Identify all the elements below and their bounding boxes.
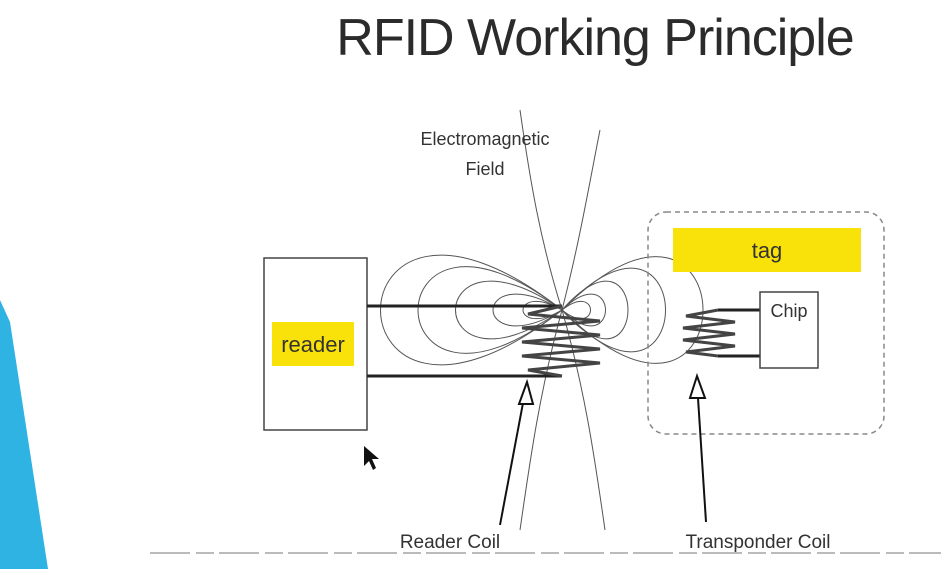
field-label-line2: Field <box>465 159 504 179</box>
tag-region <box>647 211 885 435</box>
reader-coil-label: Reader Coil <box>400 532 500 553</box>
reader-label: reader <box>281 332 345 357</box>
transponder-coil-pointer <box>697 397 707 523</box>
accent-triangle <box>0 300 48 569</box>
transponder-coil-arrowhead <box>688 372 707 399</box>
slide-title: RFID Working Principle <box>336 9 854 67</box>
chip-box <box>759 291 819 369</box>
tag-label: tag <box>752 238 783 263</box>
cursor-icon <box>364 446 379 470</box>
transponder-coil <box>682 308 736 358</box>
reader-label-bg <box>272 322 354 366</box>
transponder-coil-label: Transponder Coil <box>685 532 830 553</box>
field-lines <box>380 109 704 531</box>
reader-coil-arrowhead <box>517 378 535 405</box>
chip-label: Chip <box>770 301 807 321</box>
tag-label-bg <box>673 228 861 272</box>
reader-coil <box>521 304 601 378</box>
reader-coil-pointer <box>499 402 524 526</box>
field-label-line1: Electromagnetic <box>420 129 549 149</box>
